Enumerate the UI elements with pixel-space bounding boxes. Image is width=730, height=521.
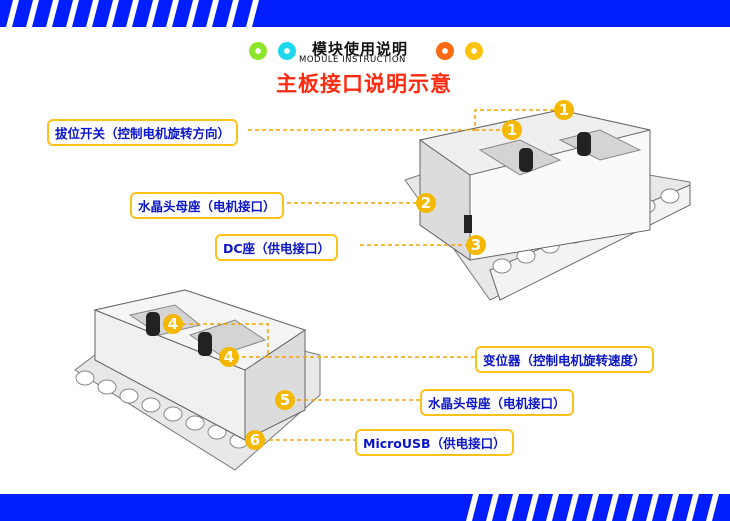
beam-hole	[141, 397, 161, 413]
banner-stripe	[646, 494, 659, 521]
callout-number-4: 4	[163, 314, 183, 334]
top-banner-stripes	[6, 0, 259, 27]
callout-number-1: 1	[554, 100, 574, 120]
beam-hole	[163, 406, 183, 422]
banner-stripe	[86, 0, 99, 27]
callout-number-1b: 1	[502, 120, 522, 140]
banner-stripe	[26, 0, 39, 27]
beam-hole	[75, 370, 95, 386]
decorative-gear-icon-green	[249, 42, 267, 60]
banner-stripe	[566, 494, 579, 521]
beam-hole	[492, 258, 512, 274]
banner-stripe	[606, 494, 619, 521]
beam-hole	[119, 388, 139, 404]
page-title-english: MODULE INSTRUCTION	[299, 55, 406, 65]
page-title: 模块使用说明	[312, 40, 409, 58]
banner-stripe	[506, 494, 519, 521]
decorative-gear-icon-yellow	[465, 42, 483, 60]
callout-number-3: 3	[466, 235, 486, 255]
module-top-right-image	[404, 109, 691, 301]
banner-stripe	[246, 0, 259, 27]
banner-stripe	[46, 0, 59, 27]
bottom-banner-stripes	[466, 494, 719, 521]
banner-stripe	[166, 0, 179, 27]
banner-stripe	[66, 0, 79, 27]
banner-stripe	[186, 0, 199, 27]
callout-number-5: 5	[275, 390, 295, 410]
bottom-banner	[0, 494, 730, 521]
banner-stripe	[526, 494, 539, 521]
callout-label-micro-usb: MicroUSB（供电接口）	[355, 429, 514, 456]
banner-stripe	[666, 494, 679, 521]
callout-number-4b: 4	[219, 347, 239, 367]
banner-stripe	[586, 494, 599, 521]
banner-stripe	[546, 494, 559, 521]
banner-stripe	[206, 0, 219, 27]
beam-hole	[660, 188, 680, 204]
beam-hole	[97, 379, 117, 395]
module-bottom-left-image	[74, 289, 321, 471]
banner-stripe	[466, 494, 479, 521]
callout-number-6: 6	[245, 430, 265, 450]
banner-stripe	[486, 494, 499, 521]
beam-hole	[185, 415, 205, 431]
callout-label-potentiometer: 变位器（控制电机旋转速度）	[475, 346, 654, 373]
banner-stripe	[146, 0, 159, 27]
callout-label-rj-socket-2: 水晶头母座（电机接口）	[420, 389, 574, 416]
callout-number-2: 2	[416, 193, 436, 213]
banner-stripe	[126, 0, 139, 27]
top-banner	[0, 0, 730, 27]
leader-lines	[175, 109, 555, 441]
banner-stripe	[106, 0, 119, 27]
page-subtitle: 主板接口说明示意	[276, 72, 452, 96]
banner-stripe	[686, 494, 699, 521]
callout-label-dc-jack: DC座（供电接口）	[215, 234, 339, 261]
callout-label-dip-switch: 拔位开关（控制电机旋转方向）	[47, 119, 239, 146]
decorative-gear-icon-orange	[436, 42, 454, 60]
callout-label-rj-socket: 水晶头母座（电机接口）	[130, 192, 284, 219]
decorative-gear-icon-cyan	[278, 42, 296, 60]
banner-stripe	[6, 0, 19, 27]
banner-stripe	[226, 0, 239, 27]
banner-stripe	[626, 494, 639, 521]
banner-stripe	[706, 494, 719, 521]
